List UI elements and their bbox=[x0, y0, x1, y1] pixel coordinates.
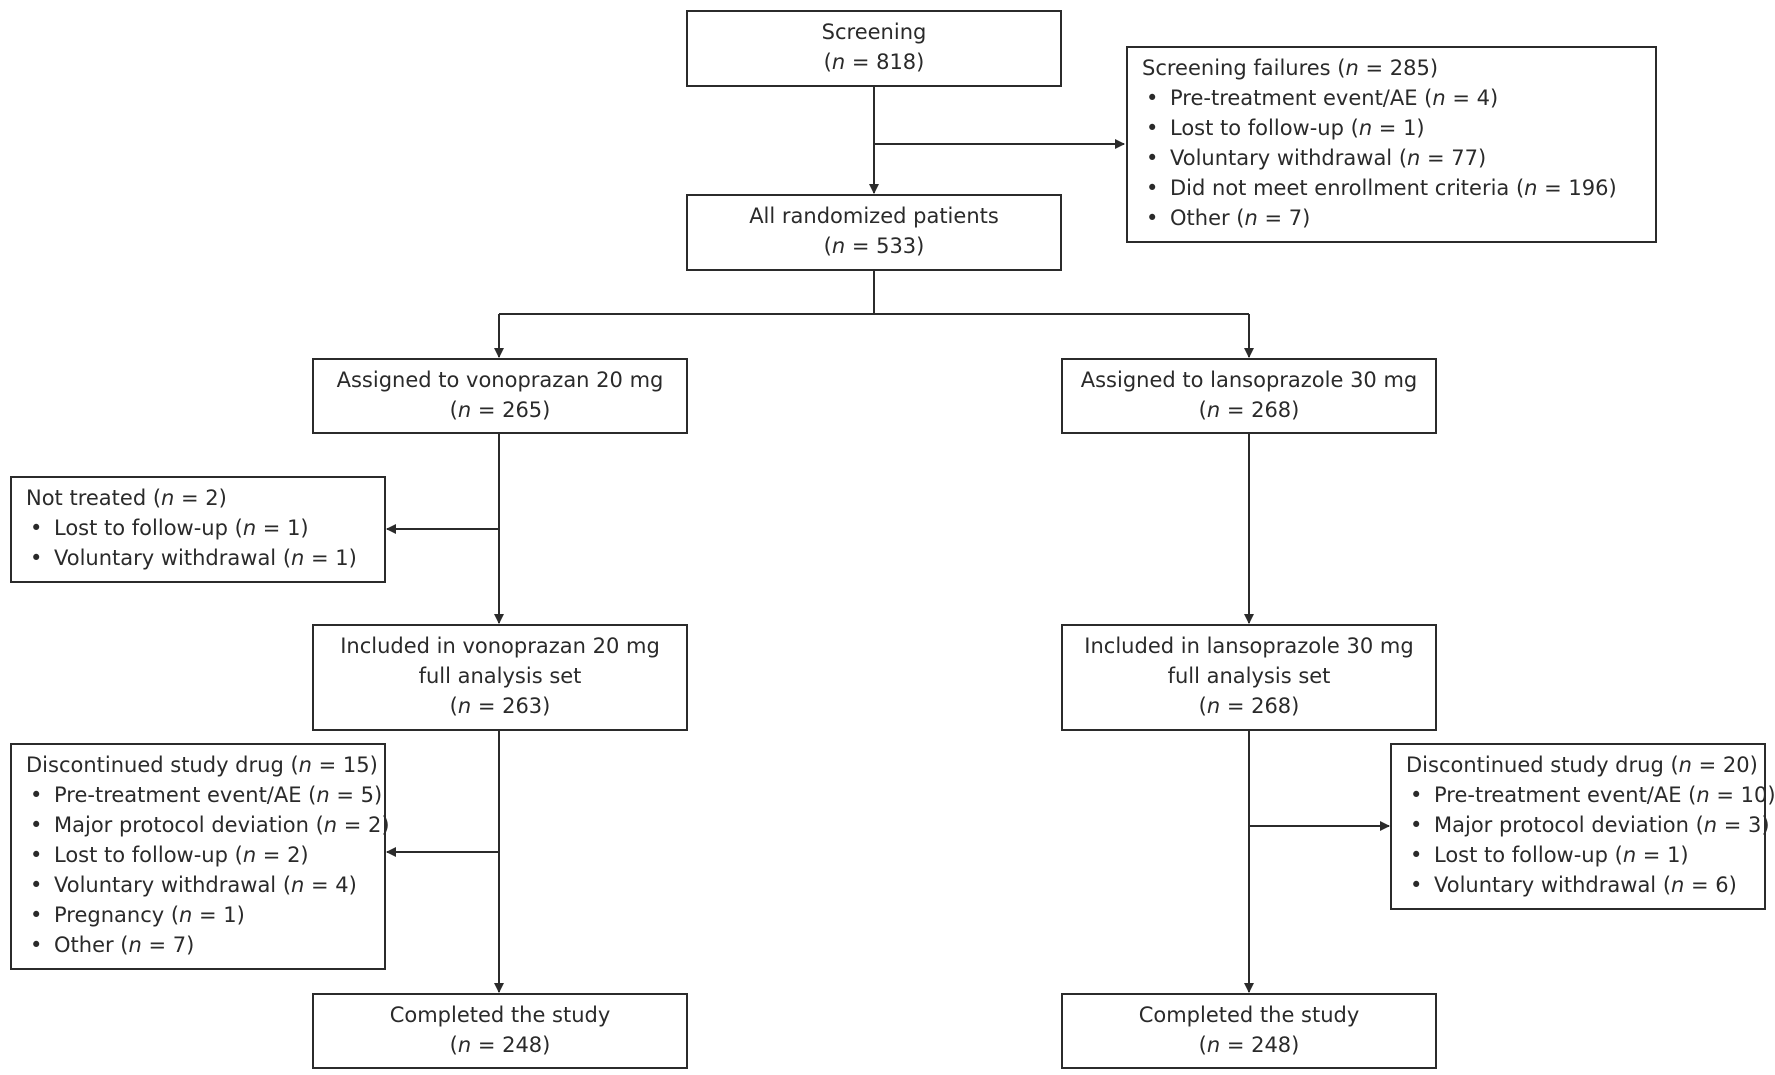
screening-box: Screening (n = 818) bbox=[686, 10, 1062, 87]
screening-title: Screening bbox=[821, 20, 927, 44]
discontinued-vonoprazan-item: •Lost to follow-up (n = 2) bbox=[30, 843, 309, 867]
screening-failure-item: •Pre-treatment event/AE (n = 4) bbox=[1146, 86, 1499, 110]
completed-vonoprazan-title: Completed the study bbox=[389, 1003, 611, 1027]
not-treated-box: Not treated (n = 2) •Lost to follow-up (… bbox=[10, 476, 386, 583]
screening-failure-item: •Did not meet enrollment criteria (n = 1… bbox=[1146, 176, 1617, 200]
discontinued-vonoprazan-item: •Other (n = 7) bbox=[30, 933, 195, 957]
discontinued-vonoprazan-item: •Pregnancy (n = 1) bbox=[30, 903, 245, 927]
randomized-title: All randomized patients bbox=[749, 204, 999, 228]
assigned-vonoprazan-box: Assigned to vonoprazan 20 mg (n = 265) bbox=[312, 358, 688, 434]
discontinued-vonoprazan-title: Discontinued study drug (n = 15) bbox=[26, 753, 378, 777]
assigned-vonoprazan-title: Assigned to vonoprazan 20 mg bbox=[336, 368, 664, 392]
completed-lansoprazole-title: Completed the study bbox=[1138, 1003, 1360, 1027]
screening-failures-title: Screening failures (n = 285) bbox=[1142, 56, 1439, 80]
not-treated-title: Not treated (n = 2) bbox=[26, 486, 227, 510]
assigned-lansoprazole-box: Assigned to lansoprazole 30 mg (n = 268) bbox=[1061, 358, 1437, 434]
completed-vonoprazan-box: Completed the study (n = 248) bbox=[312, 993, 688, 1069]
fas-vonoprazan-title: Included in vonoprazan 20 mg bbox=[340, 634, 660, 658]
fas-vonoprazan-count: (n = 263) bbox=[449, 694, 551, 718]
discontinued-vonoprazan-item: •Major protocol deviation (n = 2) bbox=[30, 813, 390, 837]
discontinued-lansoprazole-title: Discontinued study drug (n = 20) bbox=[1406, 753, 1758, 777]
fas-vonoprazan-box: Included in vonoprazan 20 mg full analys… bbox=[312, 624, 688, 731]
discontinued-lansoprazole-box: Discontinued study drug (n = 20) •Pre-tr… bbox=[1390, 743, 1775, 910]
fas-lansoprazole-title: Included in lansoprazole 30 mg bbox=[1084, 634, 1414, 658]
discontinued-lansoprazole-item: •Voluntary withdrawal (n = 6) bbox=[1410, 873, 1737, 897]
discontinued-lansoprazole-item: •Lost to follow-up (n = 1) bbox=[1410, 843, 1689, 867]
screening-failure-item: •Voluntary withdrawal (n = 77) bbox=[1146, 146, 1487, 170]
fas-lansoprazole-box: Included in lansoprazole 30 mg full anal… bbox=[1061, 624, 1437, 731]
randomized-box: All randomized patients (n = 533) bbox=[686, 194, 1062, 271]
screening-failure-item: •Other (n = 7) bbox=[1146, 206, 1311, 230]
fas-vonoprazan-subtitle: full analysis set bbox=[418, 664, 582, 688]
discontinued-vonoprazan-item: •Pre-treatment event/AE (n = 5) bbox=[30, 783, 383, 807]
not-treated-item: •Lost to follow-up (n = 1) bbox=[30, 516, 309, 540]
assigned-vonoprazan-count: (n = 265) bbox=[449, 398, 551, 422]
discontinued-vonoprazan-box: Discontinued study drug (n = 15) •Pre-tr… bbox=[10, 743, 390, 970]
fas-lansoprazole-subtitle: full analysis set bbox=[1167, 664, 1331, 688]
screening-failure-item: •Lost to follow-up (n = 1) bbox=[1146, 116, 1425, 140]
discontinued-lansoprazole-item: •Pre-treatment event/AE (n = 10) bbox=[1410, 783, 1775, 807]
completed-lansoprazole-count: (n = 248) bbox=[1198, 1033, 1300, 1057]
assigned-lansoprazole-title: Assigned to lansoprazole 30 mg bbox=[1080, 368, 1418, 392]
completed-lansoprazole-box: Completed the study (n = 248) bbox=[1061, 993, 1437, 1069]
discontinued-vonoprazan-item: •Voluntary withdrawal (n = 4) bbox=[30, 873, 357, 897]
fas-lansoprazole-count: (n = 268) bbox=[1198, 694, 1300, 718]
screening-failures-box: Screening failures (n = 285) •Pre-treatm… bbox=[1126, 46, 1657, 243]
discontinued-lansoprazole-item: •Major protocol deviation (n = 3) bbox=[1410, 813, 1770, 837]
not-treated-item: •Voluntary withdrawal (n = 1) bbox=[30, 546, 357, 570]
screening-count: (n = 818) bbox=[823, 50, 925, 74]
completed-vonoprazan-count: (n = 248) bbox=[449, 1033, 551, 1057]
assigned-lansoprazole-count: (n = 268) bbox=[1198, 398, 1300, 422]
randomized-count: (n = 533) bbox=[823, 234, 925, 258]
